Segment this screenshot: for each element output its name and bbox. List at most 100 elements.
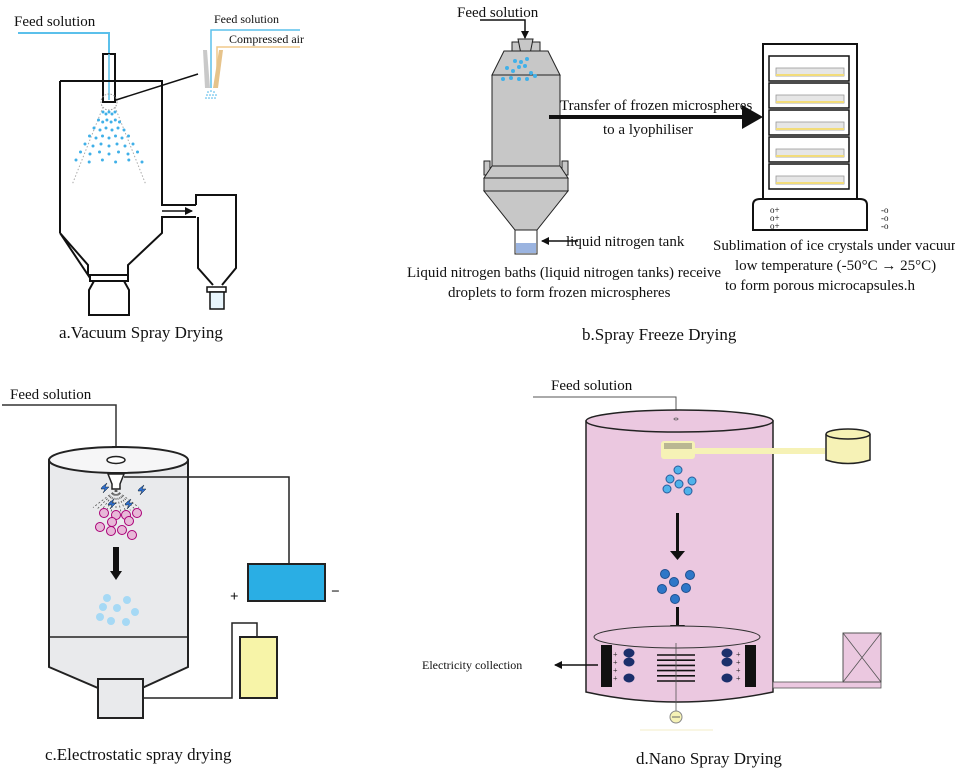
mesh-feed-line: [693, 448, 825, 454]
spray-droplet: [113, 110, 117, 114]
dried-particle: [99, 603, 107, 611]
spray-droplet: [97, 118, 100, 122]
sublimation-line1: Sublimation of ice crystals under vacuum: [713, 238, 955, 254]
cyclone-separator: [195, 194, 237, 286]
panel-c-caption: c.Electrostatic spray drying: [45, 745, 232, 764]
frozen-droplet: [501, 77, 505, 81]
collected-particle-right: [721, 648, 733, 658]
spray-droplet: [127, 134, 130, 138]
inset-droplet: [209, 94, 211, 96]
nano-flow-arrow-head: [670, 551, 685, 560]
spray-droplet: [114, 134, 117, 138]
inset-droplet: [210, 90, 212, 92]
inset-feed-line: [210, 29, 300, 88]
charged-droplet: [132, 508, 142, 518]
transfer-label-line2: to a lyophiliser: [603, 122, 693, 138]
frozen-sample: [776, 128, 844, 130]
panel-d-feed-label: Feed solution: [551, 378, 633, 394]
collector-box: [97, 678, 144, 719]
spray-droplet: [92, 126, 96, 130]
charge-plus-right: +: [736, 674, 741, 683]
control-knob-right: -o: [881, 205, 889, 215]
inset-air-label: Compressed air: [229, 32, 304, 46]
collected-particles: ++++++++: [613, 648, 741, 683]
inset-droplet: [206, 94, 208, 96]
nano-chamber-top: [585, 409, 774, 433]
charge-plus-right: +: [736, 658, 741, 667]
spray-droplet: [104, 112, 108, 116]
collector-electrode-right: [745, 645, 756, 687]
nano-droplets: [662, 465, 697, 496]
sublimation-line3: to form porous microcapsules.h: [725, 278, 915, 294]
spray-droplet: [123, 144, 127, 148]
spray-droplet: [101, 110, 105, 114]
spray-droplet: [114, 160, 118, 164]
spray-droplet: [140, 160, 144, 164]
nano-particle: [660, 569, 670, 579]
feed-line: [18, 32, 110, 80]
spray-streak: [101, 489, 117, 511]
hv-wire: [124, 476, 290, 564]
spray-droplet: [88, 152, 92, 156]
freeze-column: [491, 74, 561, 167]
freeze-droplets: [501, 57, 537, 81]
inset-droplet: [214, 97, 216, 99]
power-supply: [247, 563, 326, 602]
inset-droplet: [207, 91, 209, 93]
spray-droplet: [101, 120, 105, 124]
frozen-droplet: [525, 77, 529, 81]
frozen-droplet: [529, 71, 533, 75]
collected-particle-right: [721, 673, 733, 683]
nano-particles: [657, 569, 695, 604]
collector-wire: [143, 622, 258, 699]
spray-droplet: [98, 150, 101, 154]
spray-streak: [115, 489, 136, 510]
panel-d-caption: d.Nano Spray Drying: [636, 749, 782, 768]
lyophiliser-controls: o+o+o+-o-o-o: [770, 205, 889, 231]
dried-particle: [113, 604, 121, 612]
control-knob-right: -o: [881, 221, 889, 231]
feed-port: [673, 417, 679, 421]
control-knob-left: o+: [770, 213, 780, 223]
nano-flow-arrow-shaft: [676, 513, 679, 553]
spray-droplet: [131, 142, 135, 146]
frozen-droplet: [519, 60, 523, 64]
dried-particle: [131, 608, 139, 616]
panel-c-electrostatic-spray-drying: Feed solution + − c.Electrostatic spray …: [2, 387, 340, 764]
column-base: [483, 177, 569, 192]
transfer-label-line1: Transfer of frozen microspheres: [560, 98, 752, 114]
panel-d-nano-spray-drying: Feed solution ++++++++ Elec: [422, 378, 882, 768]
inset-droplet: [212, 94, 214, 96]
nano-particle: [681, 583, 691, 593]
bath-note-line2: droplets to form frozen microspheres: [448, 285, 671, 301]
panel-b-feed-arrow: [480, 19, 529, 39]
spray-droplet: [74, 158, 78, 162]
charge-plus-left: +: [613, 650, 618, 659]
spray-droplet: [109, 120, 113, 124]
inset-nozzle-right: [213, 50, 223, 88]
spray-droplet: [87, 160, 91, 164]
spray-droplet: [115, 142, 119, 146]
electrostatic-spray: [92, 482, 147, 540]
collected-particle-left: [623, 673, 635, 683]
flow-arrow-head: [110, 571, 122, 580]
column-top-cone: [491, 50, 561, 76]
lightning-icon: [137, 484, 147, 496]
charge-plus-right: +: [736, 650, 741, 659]
lightning-icon: [124, 498, 134, 510]
charged-droplet: [117, 525, 127, 535]
spray-cone-right: [114, 106, 147, 186]
frozen-sample: [776, 182, 844, 184]
frozen-droplet: [525, 57, 529, 61]
spray-droplet: [79, 150, 82, 154]
spray-droplet: [136, 150, 139, 154]
spray-streak: [96, 489, 117, 510]
frozen-droplet: [505, 66, 509, 70]
lightning-icon: [100, 482, 110, 494]
nano-flow-arrow2-shaft: [676, 607, 679, 627]
spray-droplet: [110, 128, 114, 132]
nano-particle: [657, 584, 667, 594]
spray-droplet: [127, 158, 131, 162]
bath-note-line1: Liquid nitrogen baths (liquid nitrogen t…: [407, 265, 721, 281]
spray-droplet: [117, 150, 120, 154]
